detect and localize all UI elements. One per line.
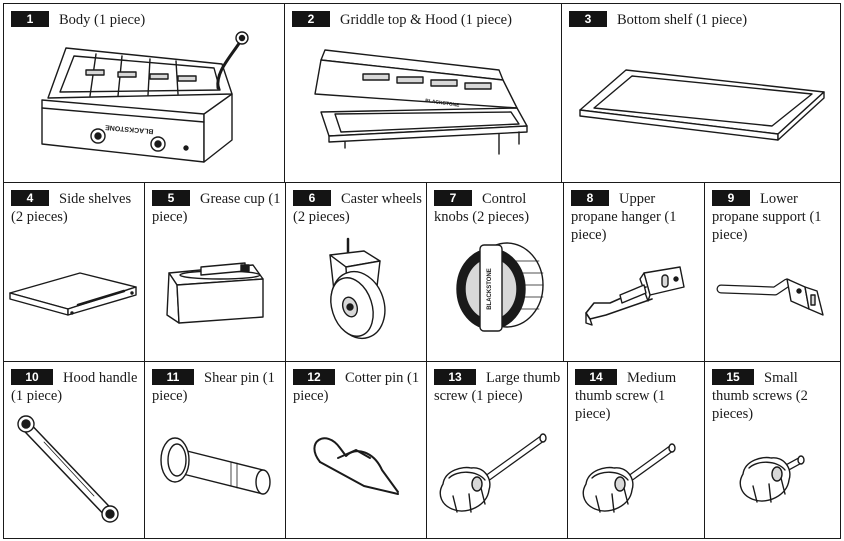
part-label: Hood handle (1 piece) (11, 370, 138, 404)
cotter-pin-icon (313, 437, 399, 495)
part-label: Shear pin (1 piece) (152, 370, 275, 404)
control-knob-icon: BLACKSTONE (456, 242, 544, 332)
part-label: Griddle top & Hood (1 piece) (340, 12, 512, 28)
part-number-badge: 14 (575, 369, 617, 385)
body-icon: BLACKSTONE (41, 31, 249, 163)
part-label: Grease cup (1 piece) (152, 191, 281, 225)
hood-brand-text: BLACKSTONE (425, 98, 461, 109)
part-number-badge: 3 (569, 11, 607, 27)
part-caption: 1 Body (1 piece) (11, 11, 280, 29)
part-number-badge: 11 (152, 369, 194, 385)
medium-thumb-screw-icon (582, 443, 676, 513)
part-label: Medium thumb screw (1 piece) (575, 370, 677, 422)
bottom-shelf-icon (579, 69, 825, 141)
part-label: Large thumb screw (1 piece) (434, 370, 561, 404)
part-cell-3: 3 Bottom shelf (1 piece) (561, 3, 841, 183)
grease-cup-icon (166, 262, 264, 324)
part-label: Bottom shelf (1 piece) (617, 12, 748, 28)
part-number-badge: 5 (152, 190, 190, 206)
part-number-badge: 10 (11, 369, 53, 385)
part-number-badge: 15 (712, 369, 754, 385)
part-label: Lower propane support (1 piece) (712, 191, 822, 243)
part-label: Body (1 piece) (59, 12, 146, 28)
part-label: Cotter pin (1 piece) (293, 370, 420, 404)
part-number-badge: 8 (571, 190, 609, 206)
part-cell-1: 1 Body (1 piece) BLACKSTONE (3, 3, 285, 183)
part-number-badge: 1 (11, 11, 49, 27)
knob-brand-text: BLACKSTONE (487, 268, 493, 310)
hood-handle-icon (17, 415, 119, 523)
large-thumb-screw-icon (439, 433, 547, 513)
part-number-badge: 6 (293, 190, 331, 206)
part-number-badge: 9 (712, 190, 750, 206)
part-label: Control knobs (2 pieces) (434, 191, 530, 225)
part-cell-2: 2 Griddle top & Hood (1 piece) BLACKSTONE (284, 3, 562, 183)
part-label: Side shelves (2 pieces) (11, 191, 132, 225)
part-number-badge: 2 (292, 11, 330, 27)
part-caption: 3 Bottom shelf (1 piece) (569, 11, 836, 29)
brand-logo: BLACKSTONE (105, 123, 154, 134)
side-shelf-icon (9, 272, 137, 316)
part-label: Small thumb screws (2 pieces) (712, 370, 808, 422)
part-number-badge: 13 (434, 369, 476, 385)
part-number-badge: 4 (11, 190, 49, 206)
part-number-badge: 7 (434, 190, 472, 206)
part-label: Upper propane hanger (1 piece) (571, 191, 677, 243)
caster-wheel-icon (329, 237, 386, 340)
part-label: Caster wheels (2 pieces) (293, 191, 422, 225)
griddle-top-hood-icon: BLACKSTONE (314, 49, 528, 155)
part-number-badge: 12 (293, 369, 335, 385)
part-caption: 2 Griddle top & Hood (1 piece) (292, 11, 557, 29)
lower-propane-support-icon (716, 278, 824, 316)
small-thumb-screw-icon (739, 455, 805, 503)
upper-propane-hanger-icon (585, 266, 685, 326)
shear-pin-icon (160, 437, 271, 495)
